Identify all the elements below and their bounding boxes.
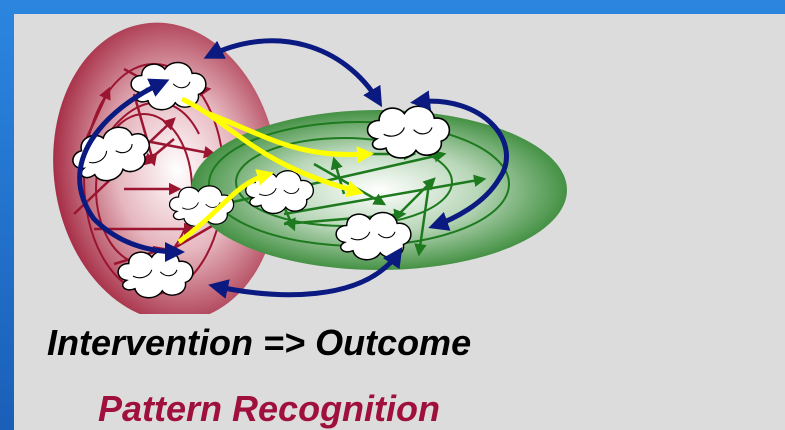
arrow-icon — [208, 247, 403, 299]
feedback-arrows — [77, 38, 509, 299]
intervention-arrows — [177, 96, 375, 245]
arrow-icon — [203, 109, 375, 164]
green-system — [191, 110, 567, 270]
caption-pattern-recognition: Pattern Recognition — [98, 388, 441, 429]
arrow-icon — [180, 96, 364, 198]
content-panel: Intervention => Outcome Pattern Recognit… — [14, 14, 785, 430]
arrow-icon — [410, 90, 509, 231]
system-diagram — [53, 22, 567, 314]
caption-intervention-outcome: Intervention => Outcome — [47, 322, 472, 363]
arrow-icon — [77, 78, 185, 262]
arrow-icon — [203, 38, 383, 108]
arrow-icon — [177, 169, 274, 245]
